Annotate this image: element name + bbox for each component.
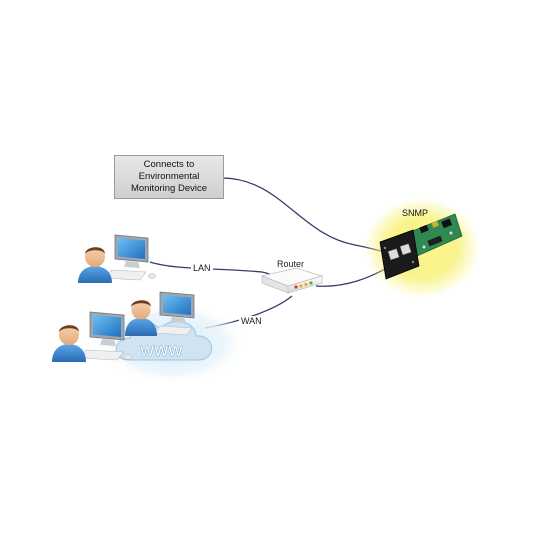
snmp-label: SNMP	[402, 208, 429, 218]
env-line-1: Connects to	[143, 159, 195, 170]
environmental-device-box: Connects to Environmental Monitoring Dev…	[114, 155, 224, 199]
computer-icon	[79, 311, 133, 361]
router-icon	[260, 267, 324, 294]
computer-icon	[153, 291, 195, 336]
wan-workstation-left	[52, 311, 133, 362]
wan-label: WAN	[239, 316, 264, 327]
lan-label: LAN	[191, 263, 213, 274]
user-icon	[78, 247, 112, 283]
lan-workstation	[78, 234, 157, 283]
cloud-www-text: WWW	[140, 343, 183, 360]
user-icon	[125, 300, 157, 336]
env-line-2: Environmental	[138, 171, 200, 182]
router-label: Router	[277, 259, 305, 269]
user-icon	[52, 325, 86, 362]
cable-lan-to-router	[149, 261, 277, 279]
wan-workstation-right	[125, 291, 195, 336]
env-line-3: Monitoring Device	[130, 183, 208, 194]
snmp-card-icon	[379, 213, 463, 280]
computer-icon	[103, 234, 157, 281]
